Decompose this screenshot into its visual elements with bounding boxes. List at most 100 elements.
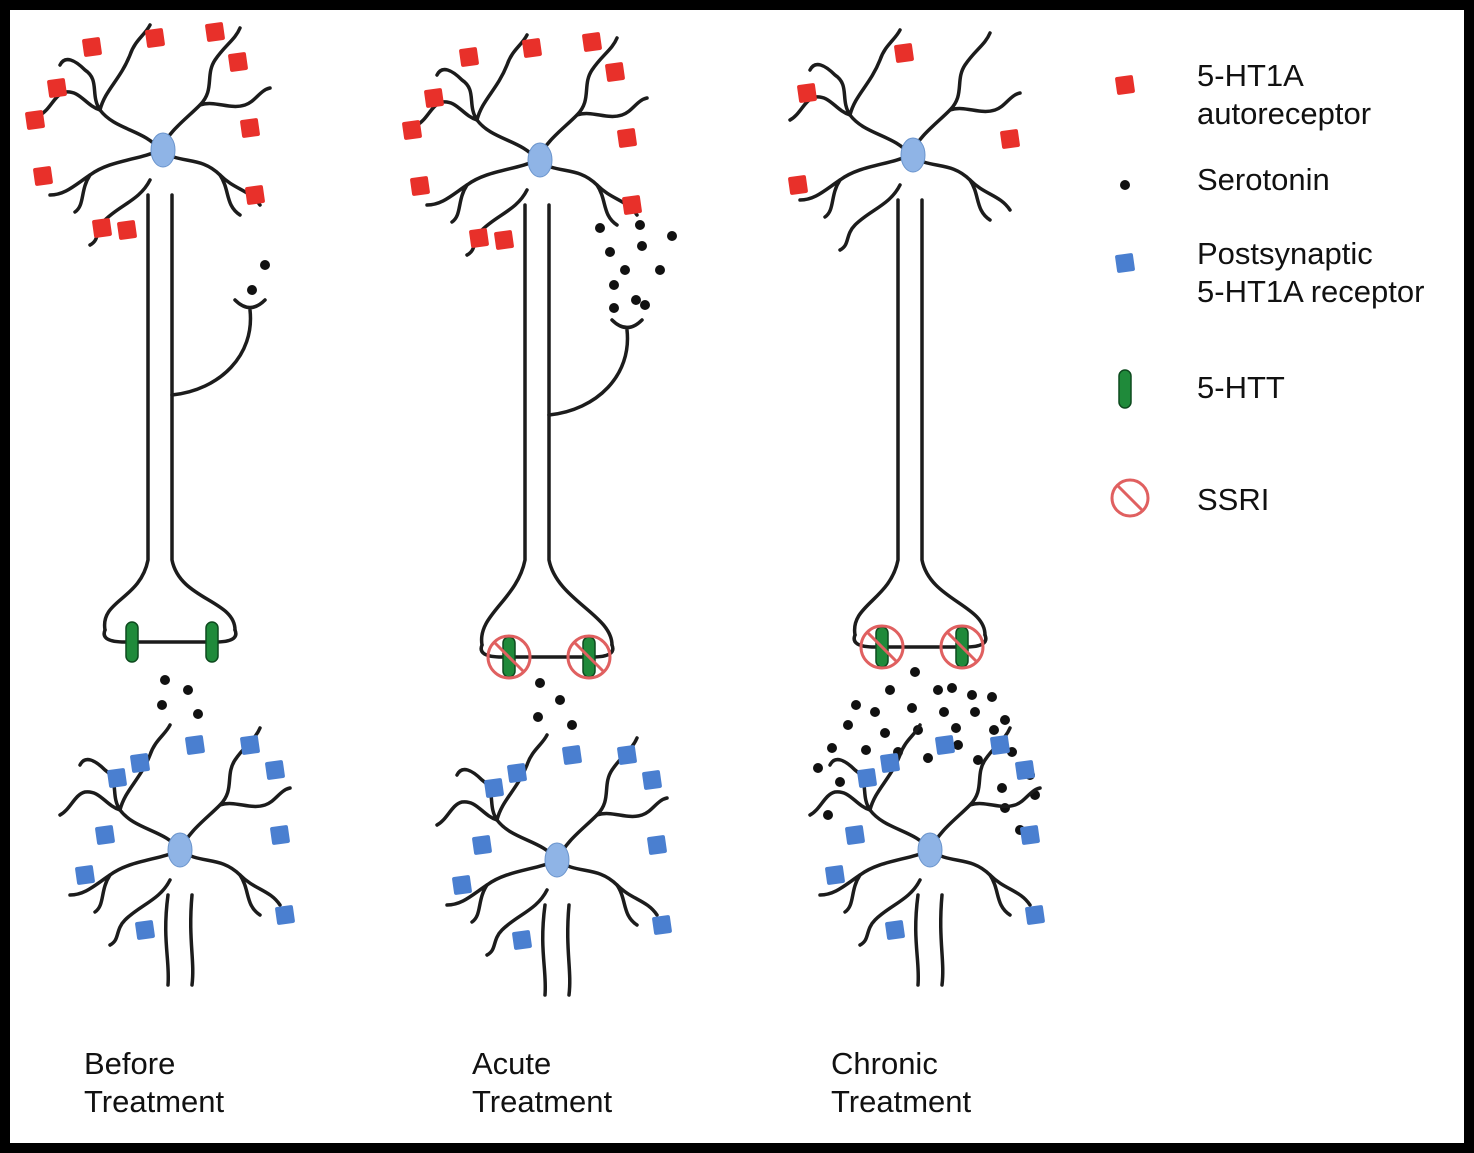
serotonin-dot <box>620 265 630 275</box>
postsynaptic-dendrite-trunk <box>540 903 548 997</box>
postsynaptic-dendrite-trunk <box>163 893 171 987</box>
postsynaptic-receptor <box>1015 760 1035 780</box>
serotonin-dot <box>1000 715 1010 725</box>
serotonin-dot <box>567 720 577 730</box>
blue-square-icon <box>1115 253 1135 273</box>
postsynaptic-receptor <box>880 753 900 773</box>
serotonin-dot <box>823 810 833 820</box>
postsynaptic-receptor <box>1020 825 1040 845</box>
postsynaptic-receptor <box>617 745 637 765</box>
serotonin-dot <box>907 703 917 713</box>
ssri-slash <box>865 630 899 664</box>
postsynaptic-receptor <box>507 763 527 783</box>
serotonin-dot <box>910 667 920 677</box>
autoreceptor <box>797 83 817 103</box>
ssri-ring <box>566 634 612 680</box>
autoreceptor <box>582 32 602 52</box>
serotonin-dot <box>609 303 619 313</box>
serotonin-dot <box>631 295 641 305</box>
postsynaptic-receptor <box>885 920 905 940</box>
serotonin-dot <box>247 285 257 295</box>
postsynaptic-nucleus <box>917 832 943 868</box>
postsynaptic-dendrite-trunk <box>913 893 921 987</box>
postsynaptic-receptor <box>1025 905 1045 925</box>
axon-right <box>170 193 237 632</box>
legend-transporter: 5-HTT <box>1197 369 1285 407</box>
ssri-slash <box>1116 484 1144 512</box>
serotonin-dot <box>193 709 203 719</box>
serotonin-dot <box>260 260 270 270</box>
autoreceptor <box>522 38 542 58</box>
autoreceptor <box>228 52 248 72</box>
panel-label-line2: Treatment <box>831 1084 972 1119</box>
serotonin-dot <box>533 712 543 722</box>
autoreceptor <box>494 230 514 250</box>
serotonin-dot <box>655 265 665 275</box>
panel-label-line1: Chronic <box>831 1046 938 1081</box>
axon-right <box>547 203 614 647</box>
presynaptic-nucleus <box>150 132 176 168</box>
legend-label-line1: SSRI <box>1197 482 1270 517</box>
autoreceptor <box>1000 129 1020 149</box>
serotonin-dot <box>923 753 933 763</box>
ssri-ring <box>939 624 985 670</box>
postsynaptic-receptor <box>652 915 672 935</box>
axon-collateral <box>170 298 267 397</box>
presynaptic-dendrites <box>788 28 1022 252</box>
ssri-ring <box>859 624 905 670</box>
legend-label-line2: autoreceptor <box>1197 96 1372 131</box>
postsynaptic-receptor <box>825 865 845 885</box>
legend-postsynaptic: Postsynaptic 5-HT1A receptor <box>1197 235 1424 311</box>
serotonin-dot <box>987 692 997 702</box>
autoreceptor <box>894 43 914 63</box>
green-bar-icon <box>1118 369 1132 409</box>
legend-label-line1: Postsynaptic <box>1197 236 1373 271</box>
ssri-slash <box>945 630 979 664</box>
autoreceptor <box>117 220 137 240</box>
serotonin-dot <box>880 728 890 738</box>
serotonin-dot <box>635 220 645 230</box>
axon-left <box>102 193 150 632</box>
legend-label-line1: Serotonin <box>1197 162 1330 197</box>
autoreceptor <box>145 28 165 48</box>
serotonin-transporter <box>205 621 219 663</box>
serotonin-dot <box>595 223 605 233</box>
postsynaptic-nucleus <box>167 832 193 868</box>
ssri-ring <box>486 634 532 680</box>
autoreceptor <box>25 110 45 130</box>
serotonin-dot <box>183 685 193 695</box>
panel-label-line2: Treatment <box>84 1084 225 1119</box>
postsynaptic-receptor <box>95 825 115 845</box>
axon-left <box>479 203 527 647</box>
serotonin-dot <box>605 247 615 257</box>
legend-label-line1: 5-HT1A <box>1197 58 1304 93</box>
serotonin-dot <box>967 690 977 700</box>
postsynaptic-receptor <box>452 875 472 895</box>
legend-label-line1: 5-HTT <box>1197 370 1285 405</box>
serotonin-dot <box>973 755 983 765</box>
panel-label-before: Before Treatment <box>84 1045 224 1121</box>
axon-terminal <box>102 628 238 644</box>
autoreceptor <box>205 22 225 42</box>
serotonin-dot <box>160 675 170 685</box>
presynaptic-nucleus <box>900 137 926 173</box>
panel-label-line2: Treatment <box>472 1084 613 1119</box>
legend-icons <box>1110 75 1150 518</box>
autoreceptor <box>82 37 102 57</box>
postsynaptic-receptor <box>265 760 285 780</box>
panel-label-chronic: Chronic Treatment <box>831 1045 971 1121</box>
serotonin-dot <box>933 685 943 695</box>
postsynaptic-dendrite-trunk <box>939 893 945 987</box>
serotonin-dot <box>835 777 845 787</box>
autoreceptor <box>410 176 430 196</box>
postsynaptic-receptor <box>130 753 150 773</box>
serotonin-dot <box>535 678 545 688</box>
serotonin-dot <box>947 683 957 693</box>
panel-label-acute: Acute Treatment <box>472 1045 612 1121</box>
serotonin-transporter <box>125 621 139 663</box>
black-dot-icon <box>1120 180 1130 190</box>
serotonin-dot <box>609 280 619 290</box>
ssri-slash <box>572 640 606 674</box>
